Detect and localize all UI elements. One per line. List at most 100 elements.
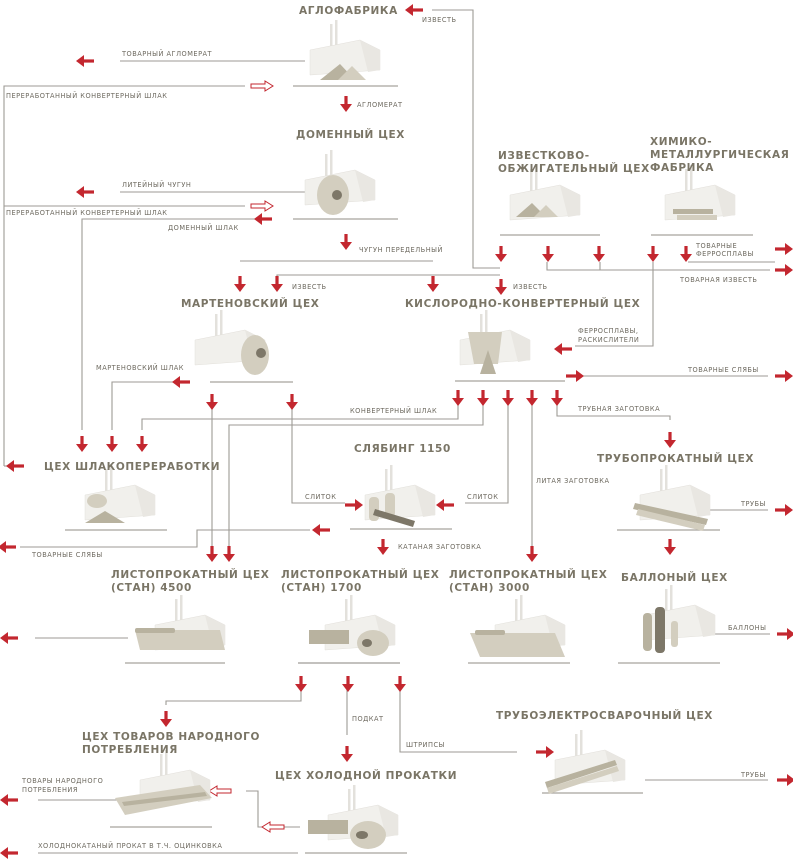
arrow-left-icon [0, 632, 18, 644]
shop-title-himiko-2: МЕТАЛЛУРГИЧЕСКАЯ [650, 149, 789, 161]
shop-title-ballonyi: БАЛЛОНЫЙ ЦЕХ [621, 571, 728, 584]
arrow-down-icon [206, 394, 218, 410]
hollow-arrow-left-icon [261, 821, 285, 833]
flow-label-raskisliteli: РАСКИСЛИТЕЛИ [578, 336, 639, 344]
flow-label-tovarnye-slyaby-right: ТОВАРНЫЕ СЛЯБЫ [687, 366, 759, 374]
shop-title-domennyi: ДОМЕННЫЙ ЦЕХ [296, 128, 405, 141]
flow-label-ballony: БАЛЛОНЫ [728, 624, 766, 632]
arrow-down-icon [136, 436, 148, 452]
mill-1700-illustration [309, 594, 396, 656]
arrow-down-icon [680, 246, 692, 262]
flow-label-shtripsy: ШТРИПСЫ [406, 741, 445, 749]
flow-label-chugun-peredelnyi: ЧУГУН ПЕРЕДЕЛЬНЫЙ [359, 245, 443, 254]
shop-title-list3000-2: (СТАН) 3000 [449, 582, 530, 594]
shop-title-aglofabrika: АГЛОФАБРИКА [299, 5, 398, 17]
flow-label-domennyi-shlak: ДОМЕННЫЙ ШЛАК [168, 223, 239, 232]
cylinder-shop-illustration [643, 584, 716, 653]
slag-shop-illustration [84, 464, 156, 523]
flow-label-tovarnye-ferrosplavy: ТОВАРНЫЕ [695, 242, 737, 250]
shop-title-list1700-2: (СТАН) 1700 [281, 582, 362, 594]
mill-4500-illustration [135, 594, 226, 651]
arrow-right-icon [566, 370, 584, 382]
arrow-right-icon [536, 746, 554, 758]
arrow-down-icon [502, 390, 514, 406]
flow-label-pererab-shlak-2: ПЕРЕРАБОТАННЫЙ КОНВЕРТЕРНЫЙ ШЛАК [6, 208, 167, 217]
flow-label-tovarnye-slyaby-left: ТОВАРНЫЕ СЛЯБЫ [31, 551, 103, 559]
arrow-down-icon [234, 276, 246, 292]
arrow-down-icon [526, 546, 538, 562]
arrow-right-icon [777, 774, 793, 786]
arrow-left-icon [436, 499, 454, 511]
aglofabrika-illustration [309, 19, 381, 80]
arrow-down-icon [340, 96, 352, 112]
shop-title-tnp: ЦЕХ ТОВАРОВ НАРОДНОГО [82, 731, 260, 743]
arrow-down-icon [223, 546, 235, 562]
arrow-right-icon [345, 499, 363, 511]
hollow-arrow-right-icon [250, 80, 274, 92]
arrow-left-icon [0, 794, 18, 806]
arrow-down-icon [342, 676, 354, 692]
arrow-down-icon [647, 246, 659, 262]
consumer-goods-illustration [115, 749, 212, 815]
cold-rolling-illustration [308, 784, 399, 849]
flow-labels: ИЗВЕСТЬ ТОВАРНЫЙ АГЛОМЕРАТ ПЕРЕРАБОТАННЫ… [6, 16, 766, 850]
shop-title-list3000: ЛИСТОПРОКАТНЫЙ ЦЕХ [449, 568, 608, 581]
welded-pipe-illustration [545, 729, 626, 794]
shop-title-truboelektro: ТРУБОЭЛЕКТРОСВАРОЧНЫЙ ЦЕХ [496, 709, 713, 722]
flow-label-aglomerat: АГЛОМЕРАТ [357, 101, 403, 109]
arrow-right-icon [775, 243, 793, 255]
shop-title-martenovskiy: МАРТЕНОВСКИЙ ЦЕХ [181, 297, 319, 310]
arrow-left-icon [76, 55, 94, 67]
flow-label-tnp-products-2: ПОТРЕБЛЕНИЯ [22, 786, 78, 794]
chem-metal-illustration [664, 164, 736, 221]
shop-title-tnp-2: ПОТРЕБЛЕНИЯ [82, 744, 178, 756]
flow-label-slitok-right: СЛИТОК [467, 493, 498, 501]
mill-3000-illustration [470, 594, 566, 657]
flow-label-pererab-shlak-1: ПЕРЕРАБОТАННЫЙ КОНВЕРТЕРНЫЙ ШЛАК [6, 91, 167, 100]
flow-label-tovarnyi-aglomerat: ТОВАРНЫЙ АГЛОМЕРАТ [121, 49, 213, 58]
arrow-down-icon [286, 394, 298, 410]
arrow-down-icon [542, 246, 554, 262]
arrow-down-icon [664, 432, 676, 448]
arrow-right-icon [775, 504, 793, 516]
shop-title-shlako: ЦЕХ ШЛАКОПЕРЕРАБОТКИ [44, 461, 220, 473]
flow-label-trubnaya-zagotovka: ТРУБНАЯ ЗАГОТОВКА [577, 405, 660, 413]
flow-label-ferrosplavy: ФЕРРОСПЛАВЫ, [578, 327, 638, 335]
lime-shop-illustration [509, 164, 581, 221]
connector-lines [3, 9, 775, 854]
flow-label-tovarnaya-izvest: ТОВАРНАЯ ИЗВЕСТЬ [679, 276, 757, 284]
arrow-left-icon [172, 376, 190, 388]
arrow-left-icon [554, 343, 572, 355]
flow-label-truby-2: ТРУБЫ [740, 771, 766, 779]
arrow-down-icon [495, 246, 507, 262]
flow-label-katanaya-zagotovka: КАТАНАЯ ЗАГОТОВКА [398, 543, 481, 551]
shop-title-himiko-3: ФАБРИКА [650, 162, 714, 174]
hollow-arrow-right-icon [250, 200, 274, 212]
arrow-down-icon [295, 676, 307, 692]
arrow-down-icon [160, 711, 172, 727]
shop-title-list4500: ЛИСТОПРОКАТНЫЙ ЦЕХ [111, 568, 270, 581]
shop-title-himiko: ХИМИКО- [650, 136, 712, 148]
flow-label-holodnokatanyi: ХОЛОДНОКАТАНЫЙ ПРОКАТ В Т.Ч. ОЦИНКОВКА [38, 841, 222, 850]
shop-title-holodnoi: ЦЕХ ХОЛОДНОЙ ПРОКАТКИ [275, 769, 457, 782]
arrow-down-icon [526, 390, 538, 406]
arrow-right-icon [777, 628, 793, 640]
arrow-down-icon [206, 546, 218, 562]
shop-titles: АГЛОФАБРИКА ДОМЕННЫЙ ЦЕХ ИЗВЕСТКОВО- ОБЖ… [44, 5, 789, 782]
pipe-rolling-illustration [633, 464, 711, 531]
shop-title-truboprokatnyi: ТРУБОПРОКАТНЫЙ ЦЕХ [597, 452, 754, 465]
shop-title-list4500-2: (СТАН) 4500 [111, 582, 192, 594]
flow-label-izvest-kk: ИЗВЕСТЬ [513, 283, 548, 291]
arrow-left-icon [0, 541, 16, 553]
flow-label-truby-1: ТРУБЫ [740, 500, 766, 508]
arrow-down-icon [377, 539, 389, 555]
shop-title-list1700: ЛИСТОПРОКАТНЫЙ ЦЕХ [281, 568, 440, 581]
flow-label-konverternyi-shlak: КОНВЕРТЕРНЫЙ ШЛАК [350, 406, 437, 415]
arrow-down-icon [341, 746, 353, 762]
arrow-left-icon [6, 460, 24, 472]
arrow-down-icon [76, 436, 88, 452]
flow-label-tnp-products: ТОВАРЫ НАРОДНОГО [21, 777, 103, 785]
arrow-down-icon [106, 436, 118, 452]
flow-label-martenovskiy-shlak: МАРТЕНОВСКИЙ ШЛАК [96, 363, 184, 372]
